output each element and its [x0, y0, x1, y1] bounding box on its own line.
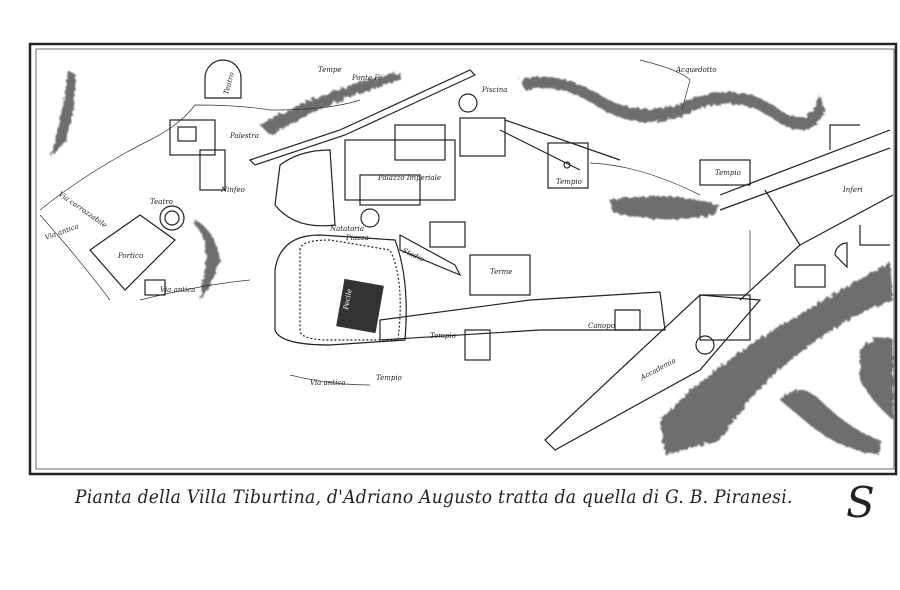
label-piazza: Piazza: [345, 234, 369, 242]
label-piscina: Piscina: [481, 86, 507, 94]
label-teatro-nord: Teatro: [222, 71, 236, 95]
map-frame: [28, 42, 898, 476]
label-canopo: Canopo: [588, 322, 615, 330]
plate-mark: S: [846, 478, 875, 527]
label-terme: Terme: [490, 268, 512, 276]
label-tempe: Tempe: [318, 66, 342, 74]
terrain-hills: [50, 70, 893, 455]
map-title: Pianta della Villa Tiburtina, d'Adriano …: [75, 486, 793, 508]
label-palestra: Palestra: [229, 132, 259, 140]
label-pecile: Pecile: [342, 288, 354, 311]
label-stadio: Stadio: [401, 247, 425, 264]
map-labels: Tempe Ponte F. Acquedotto Piscina Palest…: [44, 66, 863, 387]
label-inferi: Inferi: [842, 186, 863, 194]
roads: [39, 59, 691, 386]
label-ninfeo: Ninfeo: [220, 186, 245, 194]
label-acquedotto: Acquedotto: [675, 66, 717, 74]
label-ponte: Ponte F.: [351, 74, 380, 82]
label-accademia: Accademia: [638, 357, 677, 383]
label-palazzo: Palazzo Imperiale: [377, 174, 441, 182]
label-via-carrozzabile: Via carrozzabile: [57, 190, 108, 229]
label-via-antica: Via antica: [160, 286, 195, 294]
label-tempio: Tempio: [376, 374, 402, 382]
buildings: [89, 59, 894, 451]
label-tempio: Tempio: [556, 178, 582, 186]
label-via-antica: Via antica: [310, 379, 345, 387]
label-tempio: Tempio: [430, 332, 456, 340]
label-teatro: Teatro: [150, 198, 173, 206]
label-portico: Portico: [117, 252, 143, 260]
label-tempio: Tempio: [715, 169, 741, 177]
label-natatoria: Natatoria: [329, 225, 364, 233]
